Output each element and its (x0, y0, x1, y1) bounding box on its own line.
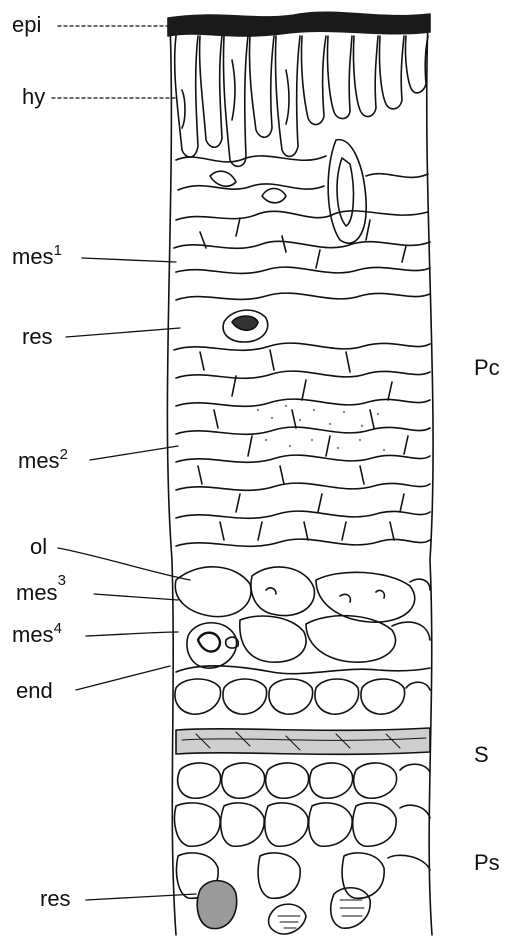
resin-cell-lower (197, 881, 236, 929)
label-ol-text: ol (30, 534, 47, 559)
label-res-upper: res (22, 326, 53, 348)
label-mes1: mes1 (12, 246, 62, 268)
label-ol: ol (30, 536, 47, 558)
tissue-right-edge (427, 20, 433, 935)
label-mes4-superscript: 4 (54, 620, 62, 637)
elongated-cell (328, 140, 366, 244)
label-mes3: mes3 (16, 582, 66, 604)
label-epi-text: epi (12, 12, 41, 37)
oil-cell (187, 623, 237, 668)
mesophyll-upper (174, 156, 430, 274)
label-end-text: end (16, 678, 53, 703)
epidermis-band (168, 12, 430, 36)
label-mes3-superscript: 3 (58, 572, 66, 589)
label-mes4: mes4 (12, 624, 62, 646)
sclerenchyma-band (176, 728, 430, 754)
label-end: end (16, 680, 53, 702)
leader-lines (52, 26, 196, 900)
zone-label-s: S (474, 744, 489, 766)
stipple-dots (257, 405, 385, 451)
label-epi: epi (12, 14, 41, 36)
mesophyll-middle (174, 293, 430, 546)
label-mes1-text: mes (12, 244, 54, 269)
label-mes2-text: mes (18, 448, 60, 473)
hypodermis-cells (175, 36, 428, 166)
label-res-upper-text: res (22, 324, 53, 349)
label-mes3-text: mes (16, 580, 58, 605)
parenchyma-cells (175, 763, 431, 898)
zone-label-ps: Ps (474, 852, 500, 874)
label-hy: hy (22, 86, 45, 108)
label-mes1-superscript: 1 (54, 242, 62, 259)
endodermis-row (175, 679, 430, 714)
mesophyll-lower (175, 567, 430, 622)
mesophyll-bottom (176, 588, 430, 674)
label-mes4-text: mes (12, 622, 54, 647)
label-hy-text: hy (22, 84, 45, 109)
label-res-lower-text: res (40, 886, 71, 911)
label-mes2: mes2 (18, 450, 68, 472)
label-mes2-superscript: 2 (60, 446, 68, 463)
zone-label-pc: Pc (474, 357, 500, 379)
tissue-left-edge (167, 22, 176, 935)
label-res-lower: res (40, 888, 71, 910)
crystal-cell (269, 904, 306, 934)
